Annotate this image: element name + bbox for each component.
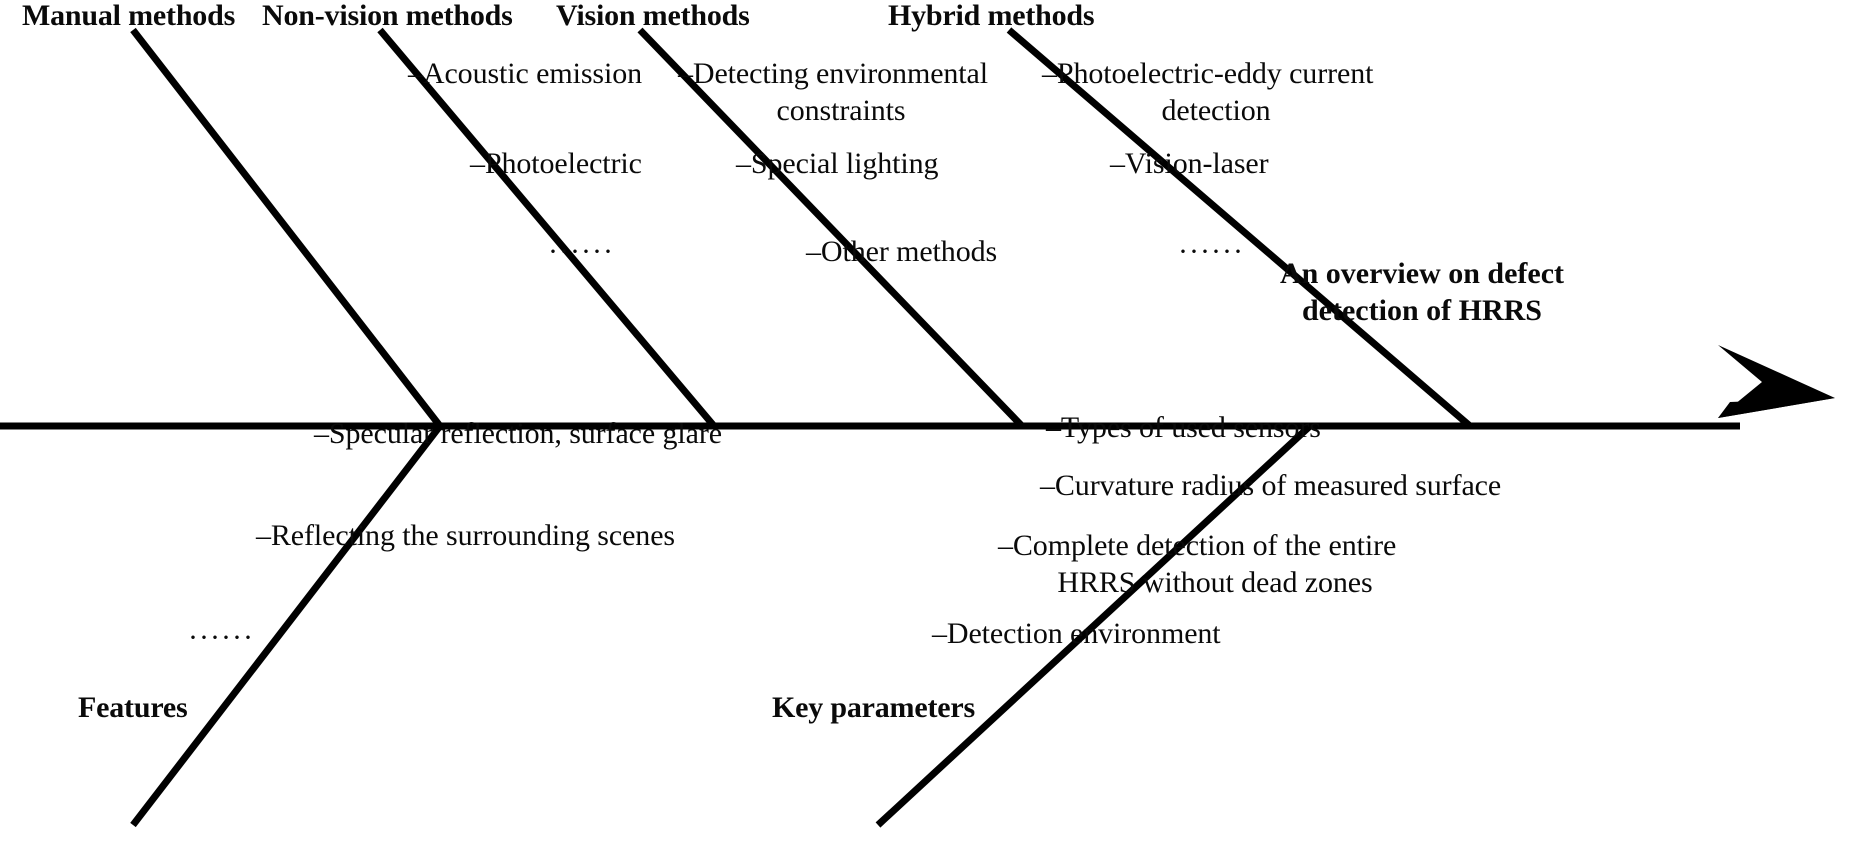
item-special-lighting: –Special lighting [736, 147, 939, 180]
category-label-hybrid-methods: Hybrid methods [888, 0, 1095, 32]
category-label-vision-methods: Vision methods [556, 0, 750, 32]
bone-non-vision-methods [377, 27, 717, 429]
item-complete-detection-line-1: –Complete detection of the entire [998, 529, 1397, 562]
item-complete-detection-line-2: HRRS without dead zones [1057, 565, 1373, 599]
bone-features [130, 423, 443, 828]
diagram-head-title: An overview on defect detection of HRRS [1272, 256, 1572, 329]
head-title-line-2: detection of HRRS [1302, 293, 1542, 327]
item-complete-detection: –Complete detection of the entire HRRS w… [998, 528, 1418, 601]
item-detecting-environmental-constraints: –Detecting environmental constraints [678, 56, 1004, 129]
item-non-vision-ellipsis: ······ [548, 235, 614, 268]
item-photoelectric: –Photoelectric [470, 147, 642, 180]
category-label-features: Features [78, 691, 188, 724]
item-types-of-used-sensors: –Types of used sensors [1046, 411, 1321, 444]
head-title-line-1: An overview on defect [1279, 257, 1565, 290]
bone-key-parameters [875, 423, 1313, 828]
item-curvature-radius: –Curvature radius of measured surface [1040, 469, 1502, 502]
item-hybrid-ellipsis: ······ [1178, 235, 1244, 268]
item-other-methods: –Other methods [806, 235, 998, 268]
item-photoelectric-eddy-line-1: –Photoelectric-eddy current [1042, 57, 1374, 90]
bone-vision-methods [637, 27, 1025, 429]
category-label-non-vision-methods: Non-vision methods [262, 0, 513, 32]
item-detection-environment: –Detection environment [932, 617, 1221, 650]
item-detecting-env-line-2: constraints [776, 93, 906, 127]
bone-hybrid-methods [1006, 27, 1473, 429]
category-label-key-parameters: Key parameters [772, 691, 975, 724]
item-specular-reflection: –Specular reflection, surface glare [314, 417, 722, 450]
bone-manual-methods [130, 27, 443, 429]
category-label-manual-methods: Manual methods [22, 0, 236, 32]
item-features-ellipsis: ······ [188, 621, 254, 654]
spine-arrowhead-lower [1718, 398, 1835, 418]
item-photoelectric-eddy-current-detection: –Photoelectric-eddy current detection [1042, 56, 1390, 129]
item-acoustic-emission: –Acoustic emission [408, 57, 643, 90]
item-photoelectric-eddy-line-2: detection [1161, 93, 1271, 127]
item-detecting-env-line-1: –Detecting environmental [678, 57, 988, 90]
item-reflecting-surrounding-scenes: –Reflecting the surrounding scenes [256, 519, 675, 552]
item-vision-laser: –Vision-laser [1110, 147, 1269, 180]
